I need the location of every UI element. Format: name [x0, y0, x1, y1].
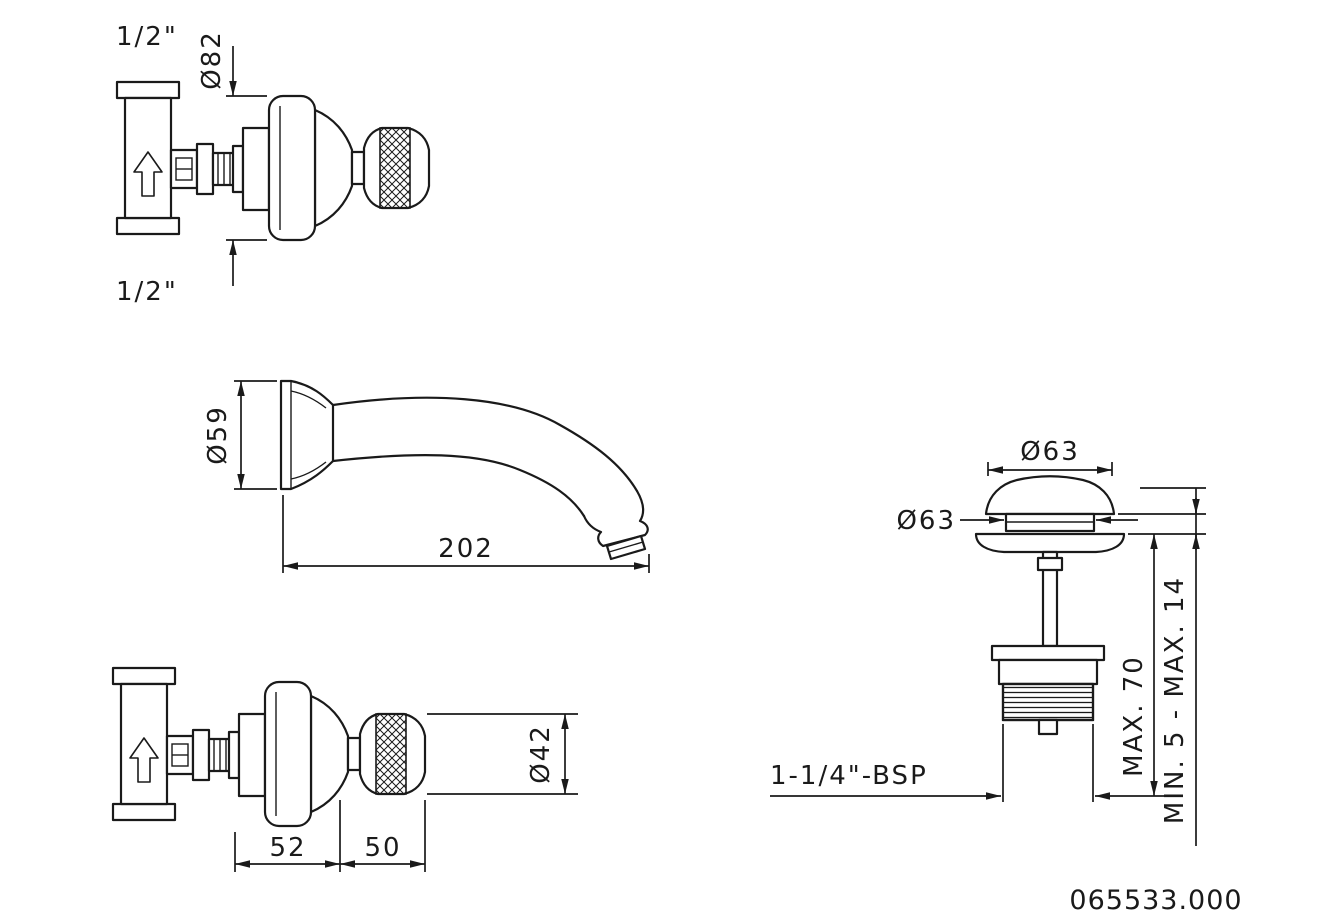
waste-upper-disc [990, 644, 1106, 662]
dim-label-deck-range: MIN. 5 - MAX. 14 [1160, 576, 1190, 824]
waste-threaded-section [1001, 682, 1095, 722]
dim-label-spout-reach-202: 202 [438, 534, 494, 564]
dim-label-inlet-bottom: 1/2" [116, 277, 178, 307]
waste-stem-collar [1036, 556, 1064, 572]
valve-assembly-side-view [115, 80, 431, 242]
dim-label-flange-diameter-59: Ø59 [203, 405, 233, 465]
spout-side-view [279, 379, 649, 561]
waste-flange-dish [974, 532, 1126, 554]
spout-top-profile [331, 396, 639, 493]
waste-assembly-view [974, 475, 1126, 736]
part-number: 065533.000 [1069, 885, 1242, 916]
waste-cap-dome [984, 475, 1116, 516]
dim-label-flange-diameter-63: Ø63 [896, 506, 956, 536]
dim-label-flange-diameter-82: Ø82 [197, 30, 227, 90]
dim-label-escutcheon-depth-52: 52 [269, 833, 306, 863]
dim-label-handle-depth-50: 50 [364, 833, 401, 863]
spout-bottom-profile [331, 453, 586, 518]
dim-label-max-height-70: MAX. 70 [1119, 655, 1149, 777]
spout-wall-flange [279, 379, 335, 491]
dim-label-cap-diameter-63: Ø63 [1020, 437, 1080, 467]
dim-label-thread-bsp: 1-1/4"-BSP [770, 761, 928, 791]
valve-front-view-dimensions: Ø42 52 50 [234, 713, 578, 872]
valve-side-view-dimensions: 1/2" Ø82 1/2" [116, 22, 267, 307]
spout-dimensions: Ø59 202 [203, 380, 650, 573]
waste-bottom-nub [1037, 718, 1059, 736]
dim-label-handle-diameter-42: Ø42 [526, 724, 556, 784]
waste-dimensions: Ø63 Ø63 1-1/4"-BSP MAX. 70 MIN. 5 - MAX.… [770, 437, 1206, 846]
dim-label-inlet-top: 1/2" [116, 22, 178, 52]
waste-body-block [997, 658, 1099, 686]
valve-assembly-front-view [111, 666, 427, 828]
